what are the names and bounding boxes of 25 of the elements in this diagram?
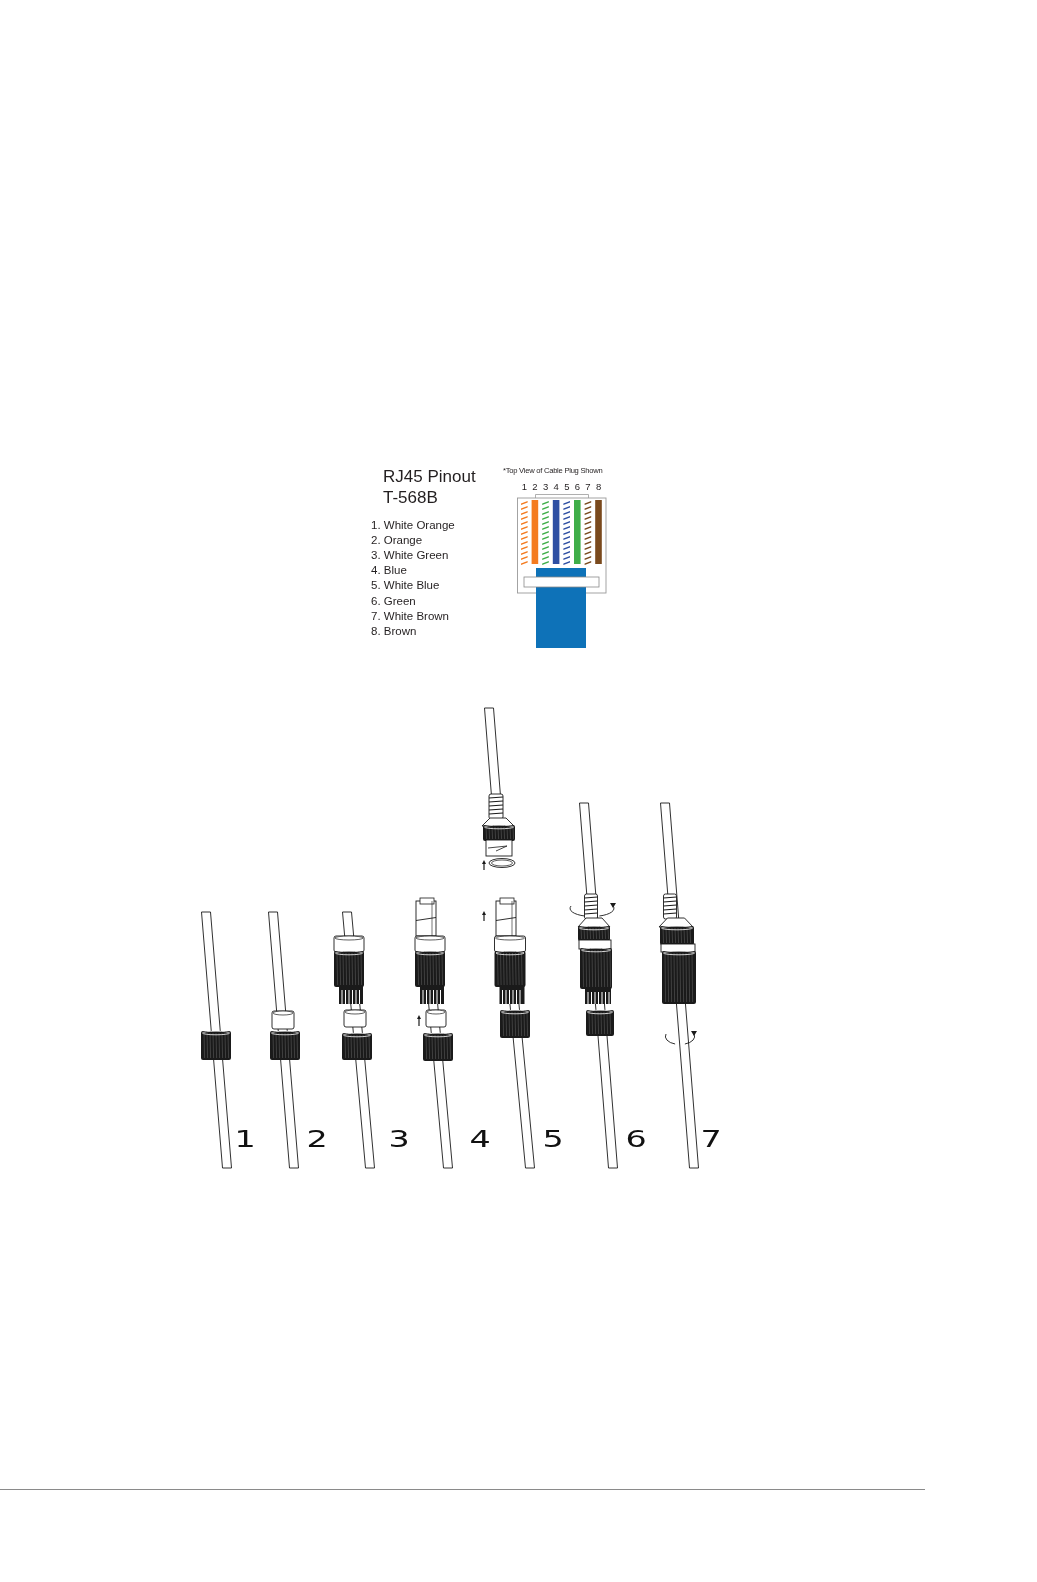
pin-number: 4 <box>553 482 559 493</box>
pin-list-item: 8. Brown <box>371 624 417 638</box>
pin-list-item: 6. Green <box>371 594 416 608</box>
pinout-heading: RJ45 Pinout <box>383 467 476 487</box>
pin-number: 2 <box>532 482 538 493</box>
pin-list-item: 4. Blue <box>371 564 407 578</box>
pin-list-item: 7. White Brown <box>371 609 449 623</box>
pin-number: 7 <box>585 482 591 493</box>
step-number: 6 <box>625 1128 647 1151</box>
pin-list-item: 1. White Orange <box>371 519 455 533</box>
step-number: 2 <box>306 1128 328 1151</box>
standard-name: T-568B <box>383 488 438 508</box>
pin-list-item: 2. Orange <box>371 534 423 548</box>
pin-list-item: 5. White Blue <box>371 579 440 593</box>
step-number: 5 <box>542 1128 564 1151</box>
step-number: 1 <box>234 1128 256 1151</box>
pin-list-item: 3. White Green <box>371 549 449 563</box>
pin-number: 1 <box>521 482 527 493</box>
step-number: 4 <box>469 1128 491 1151</box>
pin-number: 3 <box>542 482 549 493</box>
pin-number: 5 <box>564 482 570 493</box>
pin-number: 8 <box>595 482 602 493</box>
step-number: 7 <box>700 1128 722 1151</box>
step-number: 3 <box>388 1128 410 1151</box>
pin-number: 6 <box>574 482 581 493</box>
